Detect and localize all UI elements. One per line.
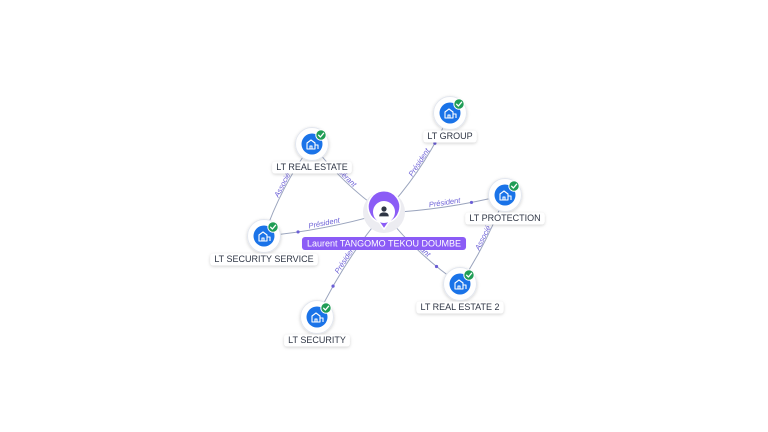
verified-check-icon	[508, 180, 520, 192]
building-icon	[258, 231, 271, 242]
building-icon	[454, 279, 467, 290]
company-node-lt-security[interactable]: LT SECURITY	[284, 300, 350, 347]
person-label: Laurent TANGOMO TEKOU DOUMBE	[301, 237, 467, 250]
nodes-layer: LT GROUP LT REAL ESTATE LT PROTECTION LT SE…	[210, 96, 545, 347]
verified-check-icon	[453, 98, 465, 110]
company-label: LT GROUP	[423, 130, 477, 143]
company-name: LT PROTECTION	[469, 213, 540, 223]
company-node-lt-protection[interactable]: LT PROTECTION	[465, 178, 545, 225]
company-name: LT GROUP	[427, 131, 472, 141]
person-icon	[379, 206, 389, 217]
person-name: Laurent TANGOMO TEKOU DOUMBE	[307, 239, 461, 249]
edge-arrow-marker	[434, 264, 439, 269]
edge-label: Associé	[272, 171, 293, 199]
company-node-lt-real-estate[interactable]: LT REAL ESTATE	[272, 127, 352, 174]
edge-label: Président	[308, 215, 342, 230]
company-label: LT PROTECTION	[465, 212, 545, 225]
verified-check-icon	[315, 129, 327, 141]
company-label: LT SECURITY	[284, 334, 350, 347]
edge-arrow-marker	[469, 200, 474, 205]
person-pin-inner	[373, 201, 395, 223]
edge-arrow-marker	[331, 284, 335, 288]
edge-label: Président	[407, 146, 432, 178]
building-icon	[306, 139, 319, 150]
company-node-lt-group[interactable]: LT GROUP	[423, 96, 477, 143]
building-icon	[444, 108, 457, 119]
company-name: LT REAL ESTATE	[276, 162, 348, 172]
person-node[interactable]: Laurent TANGOMO TEKOU DOUMBE	[301, 190, 467, 250]
verified-check-icon	[463, 269, 475, 281]
edge-label: Associé	[473, 224, 493, 252]
company-name: LT SECURITY SERVICE	[214, 254, 313, 264]
company-node-lt-real-estate-2[interactable]: LT REAL ESTATE 2	[416, 267, 504, 314]
verified-check-icon	[320, 302, 332, 314]
verified-check-icon	[267, 221, 279, 233]
company-name: LT REAL ESTATE 2	[420, 302, 499, 312]
company-label: LT REAL ESTATE	[272, 161, 352, 174]
company-label: LT SECURITY SERVICE	[210, 253, 318, 266]
company-label: LT REAL ESTATE 2	[416, 301, 504, 314]
building-icon	[499, 190, 512, 201]
building-icon	[311, 312, 324, 323]
company-node-lt-security-service[interactable]: LT SECURITY SERVICE	[210, 219, 318, 266]
company-name: LT SECURITY	[288, 335, 346, 345]
edge-arrow-marker	[296, 230, 300, 234]
